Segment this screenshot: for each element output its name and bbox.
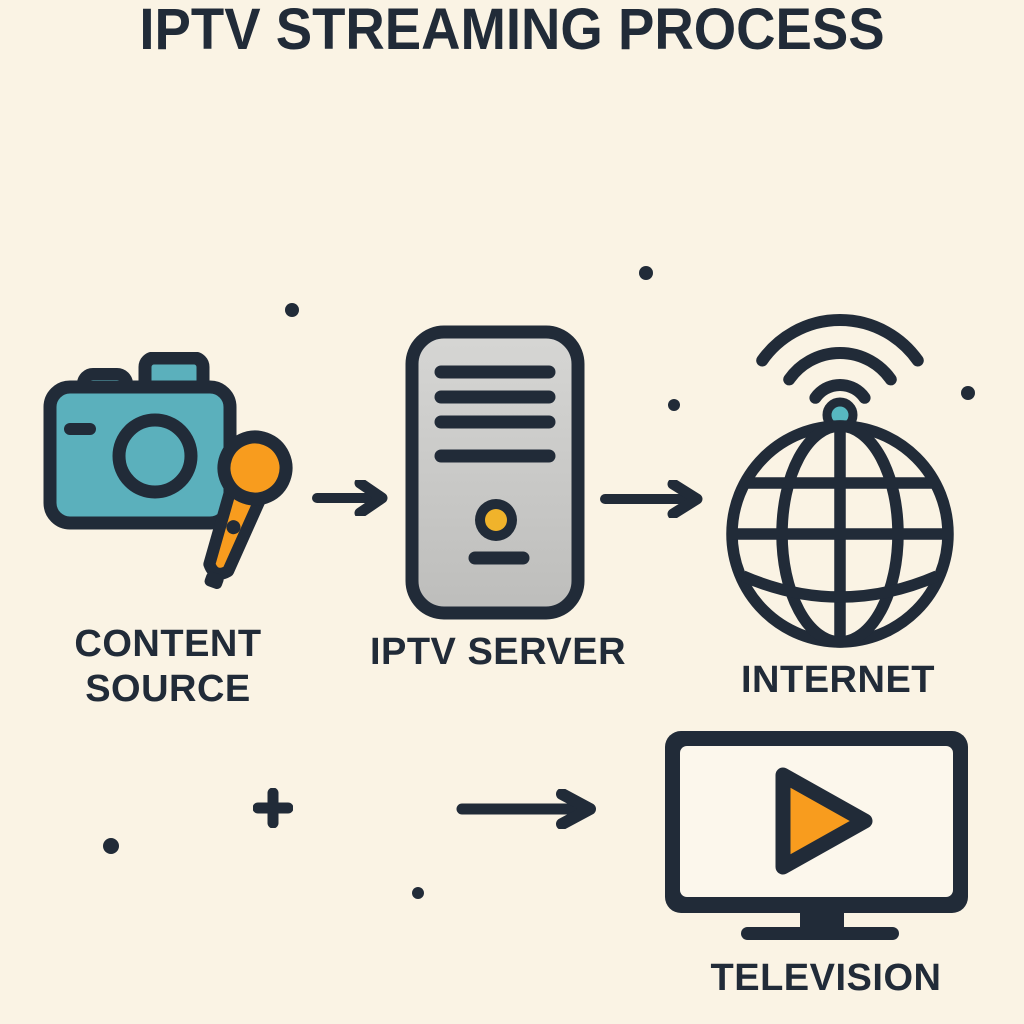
content-source-label-line1: CONTENT <box>74 623 262 665</box>
arrow-right-icon <box>312 480 388 516</box>
iptv-server-label: IPTV SERVER <box>369 631 627 673</box>
tv-play-icon <box>665 731 968 940</box>
decorative-dot <box>103 838 119 854</box>
globe-wifi-icon <box>726 314 954 648</box>
arrow-right-icon <box>456 789 596 829</box>
decorative-dot <box>412 887 424 899</box>
television-label: TELEVISION <box>710 957 942 999</box>
decorative-dot <box>639 266 653 280</box>
internet-label: INTERNET <box>741 659 935 701</box>
play-icon <box>775 767 873 875</box>
decorative-plus-icon <box>253 788 293 828</box>
content-source-label: CONTENT SOURCE <box>18 622 318 712</box>
content-source-label-line2: SOURCE <box>85 668 251 710</box>
decorative-dot <box>285 303 299 317</box>
camera-microphone-icon <box>43 352 293 590</box>
diagram-title: IPTV STREAMING PROCESS <box>139 0 885 62</box>
server-tower-icon <box>405 325 585 620</box>
decorative-dot <box>961 386 975 400</box>
arrow-right-icon <box>600 480 703 518</box>
server-led <box>485 509 507 531</box>
decorative-dot <box>668 399 680 411</box>
